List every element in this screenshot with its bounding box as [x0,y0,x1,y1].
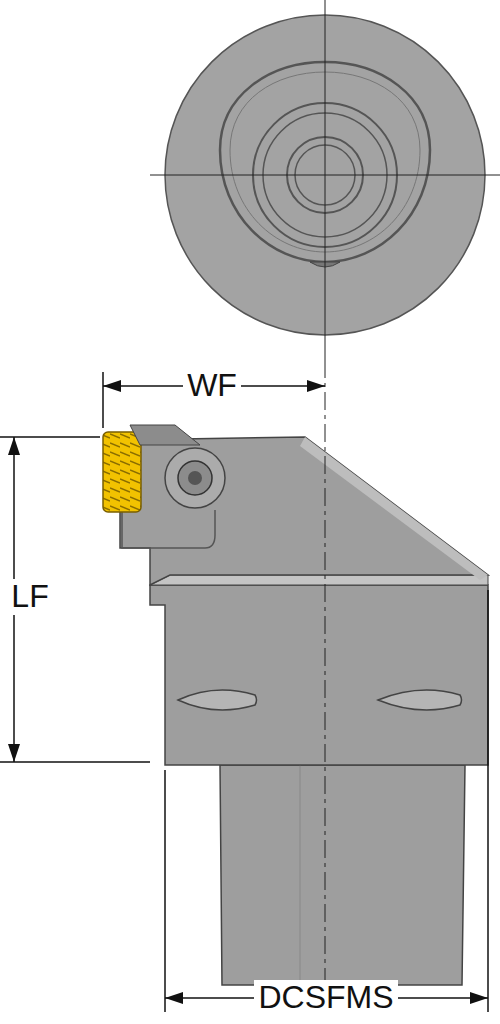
top-view [150,0,500,360]
dimension-label: LF [7,579,52,614]
dimension-lines [0,372,488,1012]
dimension-label: WF [183,368,241,403]
dimension-label: DCSFMS [254,980,397,1015]
side-view [103,360,488,995]
